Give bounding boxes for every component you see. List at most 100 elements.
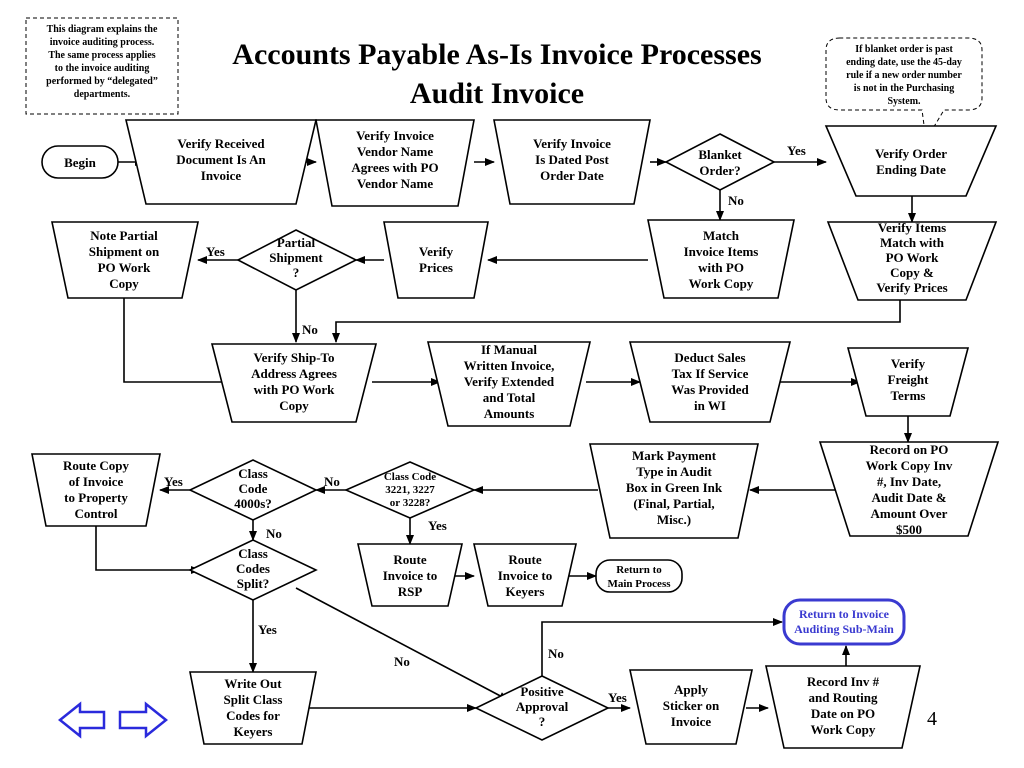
label-line: Prices <box>419 260 453 275</box>
note-right-callout: If blanket order is past ending date, use… <box>825 37 983 142</box>
page-subtitle: Audit Invoice <box>410 77 584 110</box>
label-line: to Property <box>64 490 128 505</box>
label-line: Order Date <box>540 168 604 183</box>
label-line: Work Copy <box>689 276 754 291</box>
page-title: Accounts Payable As-Is Invoice Processes <box>232 38 761 71</box>
label-line: ending date, use the 45-day <box>846 57 962 68</box>
label-line: Address Agrees <box>251 366 337 381</box>
label-line: Invoice <box>671 714 712 729</box>
flow-labels: Yes No Yes No No Yes Yes No Yes No No Ye… <box>164 143 806 705</box>
label-line: Class <box>238 466 268 481</box>
label-line: The same process applies <box>48 50 155 61</box>
label-line: $500 <box>896 522 922 537</box>
flow-label-partial-no: No <box>302 322 318 337</box>
label-line: or 3228? <box>390 497 430 509</box>
label-line: Apply <box>674 682 708 697</box>
label-line: Is Dated Post <box>535 152 609 167</box>
label-line[interactable]: Return to <box>616 564 662 576</box>
label-line: Route Copy <box>63 458 130 473</box>
nav-forward-button[interactable] <box>118 701 169 739</box>
label-line: Keyers <box>234 724 273 739</box>
flow-label-cc3221-yes: Yes <box>428 518 447 533</box>
label-line: Split Class <box>224 692 283 707</box>
label-line: Mark Payment <box>632 448 717 463</box>
connectors <box>95 158 916 712</box>
label-line: Box in Green Ink <box>626 480 723 495</box>
label-line: Codes <box>236 561 270 576</box>
label-line[interactable]: Main Process <box>607 578 671 590</box>
label-line: Verify Prices <box>876 280 947 295</box>
arrow-left-icon[interactable] <box>57 701 106 739</box>
label-line: to the invoice auditing <box>55 63 150 74</box>
label-line: ? <box>539 714 546 729</box>
label-line: Verify Ship-To <box>253 350 334 365</box>
label-line: Freight <box>888 372 930 387</box>
label-line: Work Copy Inv <box>866 458 953 473</box>
label-line: Code <box>239 481 268 496</box>
label-line: Verify Invoice <box>533 136 611 151</box>
label-line: System. <box>887 96 921 107</box>
label-line: Verify <box>891 356 926 371</box>
label-line: of Invoice <box>69 474 124 489</box>
label-line: Keyers <box>506 584 545 599</box>
label-line: Terms <box>891 388 926 403</box>
label-line: Sticker on <box>663 698 720 713</box>
flow-label-blanket-yes: Yes <box>787 143 806 158</box>
page-number: 4 <box>927 708 937 730</box>
node-return-main-process-label[interactable]: Return to Main Process <box>607 564 671 590</box>
label-line: with PO Work <box>254 382 335 397</box>
node-return-main-process[interactable]: Return to Main Process <box>595 559 683 593</box>
nav-back-button[interactable] <box>57 701 106 739</box>
label-line: Verify Extended <box>464 374 555 389</box>
label-line: departments. <box>74 89 131 100</box>
flow-label-cc4000-yes: Yes <box>164 474 183 489</box>
label-line: Vendor Name <box>357 176 433 191</box>
label-line[interactable]: Auditing Sub-Main <box>794 622 894 636</box>
label-line: Write Out <box>224 676 282 691</box>
label-line: 3221, 3227 <box>385 484 435 496</box>
label-line: Note Partial <box>90 228 158 243</box>
label-line: (Final, Partial, <box>633 496 714 511</box>
label-line: If blanket order is past <box>855 44 953 55</box>
label-line: and Routing <box>809 690 878 705</box>
label-line: Route <box>508 552 541 567</box>
arrow-right-icon[interactable] <box>118 701 169 739</box>
label-line[interactable]: Return to Invoice <box>799 607 890 621</box>
label-line: performed by “delegated” <box>46 76 158 87</box>
label-line: Class Code <box>384 471 436 483</box>
label-line: Begin <box>64 155 97 170</box>
label-line: Misc.) <box>657 512 691 527</box>
label-line: Work Copy <box>811 722 876 737</box>
flow-label-split-no: No <box>394 654 410 669</box>
label-line: Amounts <box>484 406 535 421</box>
label-line: Verify Received <box>177 136 265 151</box>
